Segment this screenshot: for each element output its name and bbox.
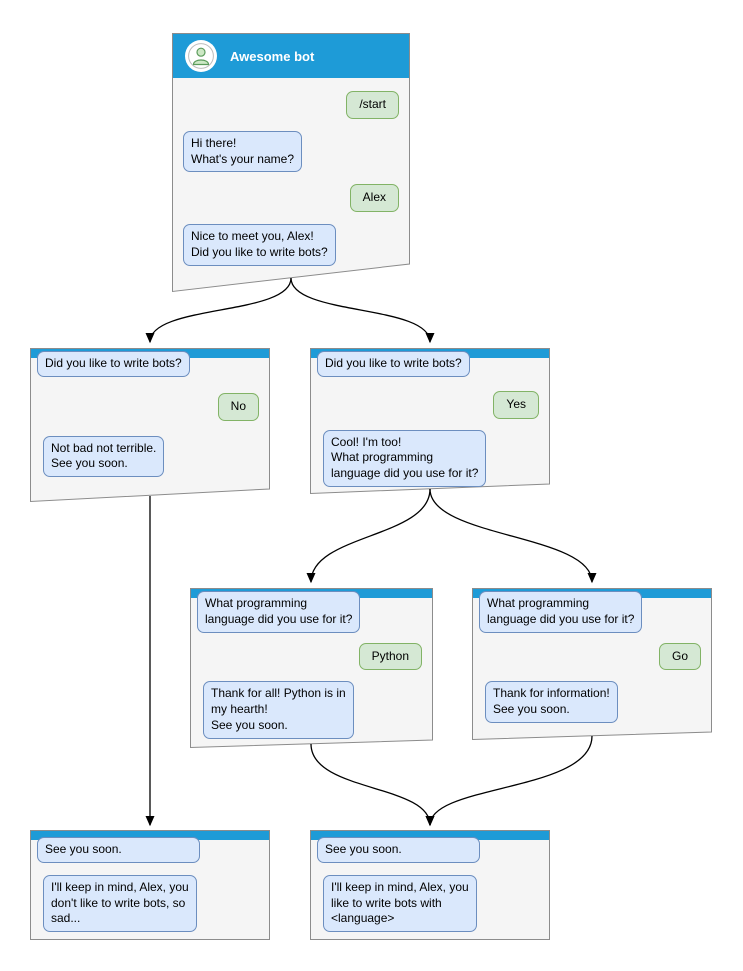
arrow-python-to-end <box>310 743 435 827</box>
bot-title: Awesome bot <box>230 48 315 64</box>
answer-bubble: No <box>217 392 259 421</box>
chat-window-main: Awesome bot /start Hi there! What's your… <box>172 33 410 293</box>
question-bubble: See you soon. <box>37 837 200 863</box>
question-bubble: See you soon. <box>317 837 480 863</box>
reply-bubble: Not bad not terrible. See you soon. <box>43 435 165 478</box>
user-avatar-icon <box>185 40 217 72</box>
question-bubble: Did you like to write bots? <box>317 351 470 377</box>
answer-bubble: Python <box>358 642 422 671</box>
node-branch-no: Did you like to write bots? No Not bad n… <box>30 348 270 503</box>
reply-bubble: I'll keep in mind, Alex, you don't like … <box>43 874 197 933</box>
arrow-yes-to-python <box>306 488 431 584</box>
node-branch-yes: Did you like to write bots? Yes Cool! I'… <box>310 348 550 495</box>
question-bubble: What programming language did you use fo… <box>197 591 361 633</box>
reply-bubble: Cool! I'm too! What programming language… <box>323 429 487 488</box>
reply-bubble: Thank for information! See you soon. <box>485 681 618 724</box>
user-message: /start <box>346 91 399 119</box>
title-strip <box>31 831 269 840</box>
question-bubble: What programming language did you use fo… <box>479 591 643 633</box>
arrow-go-to-end <box>425 735 593 827</box>
title-strip <box>311 831 549 840</box>
bot-message: Nice to meet you, Alex! Did you like to … <box>183 224 336 266</box>
answer-bubble: Go <box>658 642 701 671</box>
reply-bubble: I'll keep in mind, Alex, you like to wri… <box>323 874 477 933</box>
user-message: Alex <box>349 184 399 213</box>
node-python: What programming language did you use fo… <box>190 588 433 749</box>
chat-body: /start Hi there! What's your name? Alex … <box>173 78 409 266</box>
node-end-no: See you soon. I'll keep in mind, Alex, y… <box>30 830 270 940</box>
node-go: What programming language did you use fo… <box>472 588 712 741</box>
question-bubble: Did you like to write bots? <box>37 351 190 377</box>
reply-bubble: Thank for all! Python is in my hearth! S… <box>203 681 354 739</box>
bot-message: Hi there! What's your name? <box>183 130 303 173</box>
chat-header: Awesome bot <box>173 34 409 78</box>
arrow-yes-to-go <box>429 488 597 584</box>
node-end-yes: See you soon. I'll keep in mind, Alex, y… <box>310 830 550 940</box>
answer-bubble: Yes <box>493 390 539 419</box>
